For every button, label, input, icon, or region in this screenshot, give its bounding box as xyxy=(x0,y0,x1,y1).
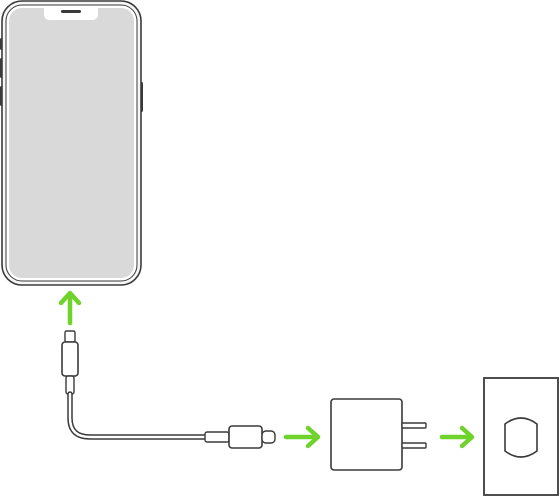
phone-notch xyxy=(44,8,98,20)
cable-line xyxy=(67,391,208,440)
iphone-icon xyxy=(0,0,143,286)
usb-c-strain-relief xyxy=(204,431,230,443)
adapter-prong-top xyxy=(401,422,427,429)
wall-outlet-icon xyxy=(483,377,559,496)
usb-c-housing xyxy=(228,425,263,449)
arrow-right-icon xyxy=(439,425,475,449)
arrow-up-icon xyxy=(58,290,82,326)
phone-screen xyxy=(9,8,134,278)
arrow-right-icon xyxy=(283,425,321,449)
cable-line-inner xyxy=(68,392,207,439)
adapter-prong-bottom xyxy=(401,442,427,449)
lightning-plug-icon xyxy=(61,330,79,395)
speaker-grille xyxy=(61,10,81,13)
usb-c-cable-icon xyxy=(67,391,276,449)
usb-c-tip xyxy=(261,430,276,444)
outlet-socket xyxy=(504,417,538,458)
power-adapter-icon xyxy=(330,398,427,471)
adapter-body xyxy=(330,398,403,471)
